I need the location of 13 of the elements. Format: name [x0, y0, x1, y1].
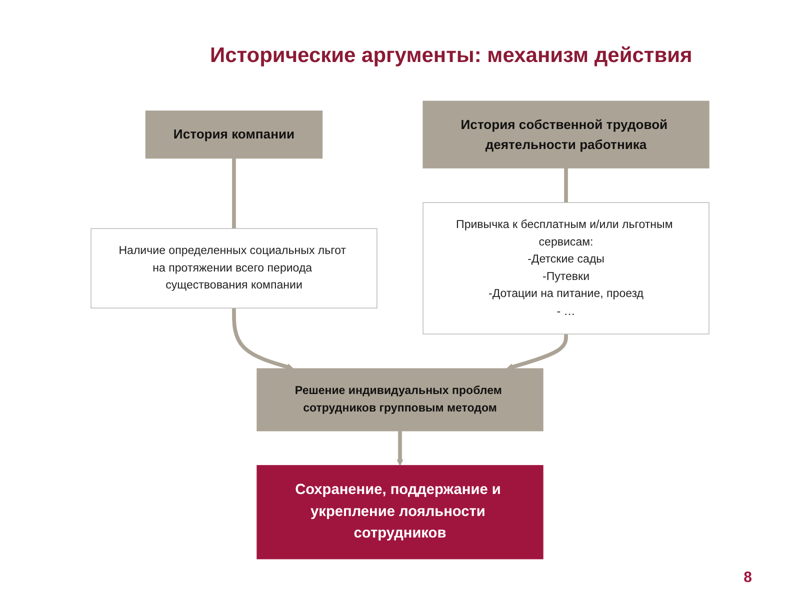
arrow: [396, 430, 404, 466]
connector: [564, 168, 568, 203]
slide-title: Исторические аргументы: механизм действия: [210, 44, 692, 68]
node-box: Привычка к бесплатным и/или льготным сервисам: -Детские сады -Путевки -Дотации на питание, проезд - …: [422, 202, 710, 334]
node-box: Сохранение, поддержание и укрепление лояльности сотрудников: [256, 465, 544, 560]
arrow: [232, 308, 294, 370]
node-box: История собственной трудовой деятельности работника: [422, 100, 710, 168]
connector: [232, 158, 236, 229]
node-box: История компании: [145, 110, 323, 159]
node-box: Наличие определенных социальных льгот на протяжении всего периода существования компании: [90, 228, 378, 308]
node-box: Решение индивидуальных проблем сотрудников групповым методом: [256, 368, 544, 432]
page-number: 8: [744, 569, 752, 586]
arrow: [506, 334, 568, 370]
